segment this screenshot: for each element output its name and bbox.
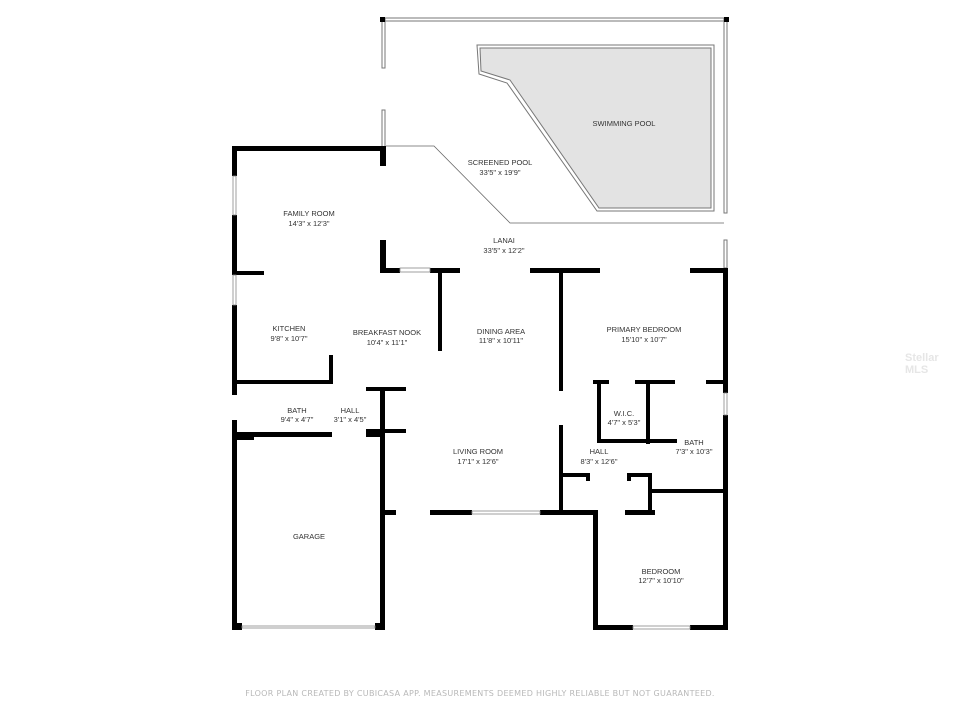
room-label: FAMILY ROOM [283, 209, 334, 218]
room-labels: SWIMMING POOL SCREENED POOL 33'5" x 19'9… [271, 119, 713, 585]
room-dims: 3'1" x 4'5" [334, 415, 367, 424]
room-dims: 7'3" x 10'3" [676, 447, 713, 456]
room-label: W.I.C. [614, 409, 634, 418]
room-label: BATH [287, 406, 306, 415]
room-label: GARAGE [293, 532, 325, 541]
footer-disclaimer: FLOOR PLAN CREATED BY CUBICASA APP. MEAS… [245, 689, 715, 698]
room-dims: 14'3" x 12'3" [288, 219, 329, 228]
swimming-pool-shape [476, 44, 715, 212]
room-label: LANAI [493, 236, 515, 245]
room-label: BATH [684, 438, 703, 447]
room-dims: 33'5" x 19'9" [479, 168, 520, 177]
room-label: SWIMMING POOL [593, 119, 656, 128]
room-dims: 9'4" x 4'7" [281, 415, 314, 424]
room-label: BEDROOM [642, 567, 681, 576]
room-dims: 11'8" x 10'11" [479, 336, 524, 345]
room-label: KITCHEN [273, 324, 306, 333]
room-dims: 17'1" x 12'6" [457, 457, 498, 466]
room-dims: 12'7" x 10'10" [638, 576, 684, 585]
windows [232, 175, 728, 630]
room-dims: 33'5" x 12'2" [483, 246, 524, 255]
room-label: LIVING ROOM [453, 447, 503, 456]
room-label: HALL [341, 406, 360, 415]
room-dims: 4'7" x 5'3" [608, 418, 641, 427]
room-label: SCREENED POOL [468, 158, 533, 167]
room-label: HALL [590, 447, 609, 456]
room-dims: 10'4" x 11'1" [367, 338, 408, 347]
room-dims: 15'10" x 10'7" [621, 335, 667, 344]
room-label: DINING AREA [477, 327, 525, 336]
walls [232, 146, 728, 630]
room-label: BREAKFAST NOOK [353, 328, 421, 337]
lanai-divider [386, 145, 724, 224]
room-dims: 9'8" x 10'7" [271, 334, 308, 343]
room-dims: 8'3" x 12'6" [581, 457, 618, 466]
room-label: PRIMARY BEDROOM [607, 325, 682, 334]
watermark: Stellar MLS [905, 352, 939, 376]
